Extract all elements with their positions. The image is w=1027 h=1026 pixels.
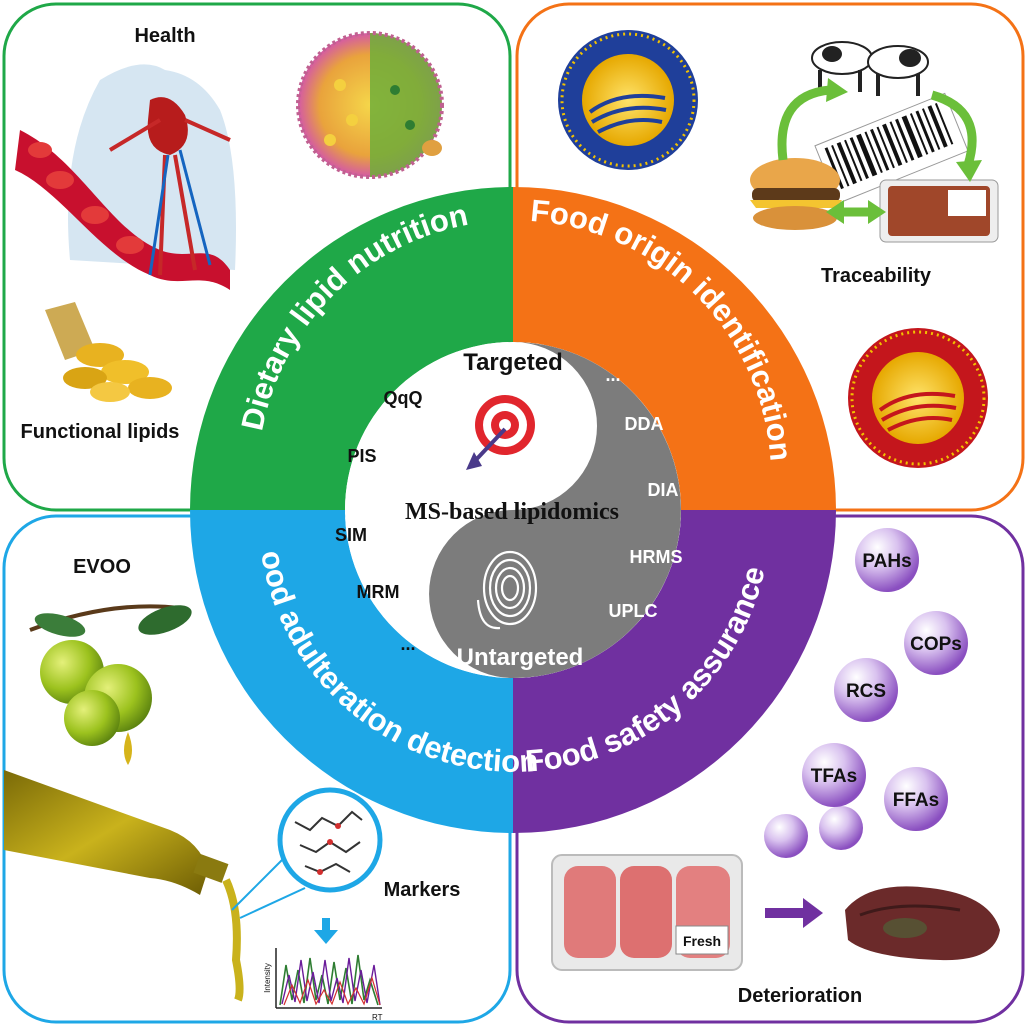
method-untargeted-more: ... xyxy=(605,365,620,385)
bubble-tfas-label: TFAs xyxy=(811,766,857,787)
small-bubble xyxy=(819,806,863,850)
traceability-cycle-illustration xyxy=(750,41,999,243)
olives-illustration xyxy=(29,604,192,765)
method-pis: PIS xyxy=(347,446,376,466)
fingerprint-icon xyxy=(476,550,538,630)
lipoprotein-illustration xyxy=(296,31,444,179)
bubble-rcs-label: RCS xyxy=(846,681,886,702)
small-bubble xyxy=(764,814,808,858)
method-hrms: HRMS xyxy=(630,547,683,567)
method-sim: SIM xyxy=(335,525,367,545)
evoo-label: EVOO xyxy=(73,556,131,578)
right-arrow-icon xyxy=(765,898,823,928)
sector-dietary-lipid-nutrition xyxy=(190,187,513,510)
spoiled-meat-illustration xyxy=(845,886,1000,961)
lipid-structure-zoom xyxy=(231,787,383,919)
circulatory-system-illustration xyxy=(15,64,236,290)
bubble-tfas: TFAs xyxy=(802,743,866,807)
bubble-ffas: FFAs xyxy=(884,767,948,831)
chromatogram-y-label: Intensity xyxy=(263,963,272,993)
traceability-label: Traceability xyxy=(821,265,932,287)
bubble-rcs: RCS xyxy=(834,658,898,722)
oil-bottle-illustration xyxy=(4,770,244,1002)
chromatogram-illustration: Intensity RT xyxy=(263,948,383,1022)
bubble-cops-label: COPs xyxy=(910,634,962,655)
center-title: MS-based lipidomics xyxy=(405,499,619,525)
bubble-ffas-label: FFAs xyxy=(893,790,939,811)
targeted-label: Targeted xyxy=(463,349,563,376)
method-targeted-more: ... xyxy=(400,634,415,654)
method-mrm: MRM xyxy=(357,582,400,602)
capsules-illustration xyxy=(45,302,172,402)
bubble-pahs: PAHs xyxy=(855,528,919,592)
health-label: Health xyxy=(134,25,195,47)
pgi-seal-icon xyxy=(558,30,698,170)
method-dia: DIA xyxy=(648,480,679,500)
method-dda: DDA xyxy=(625,414,664,434)
target-icon xyxy=(466,395,535,470)
untargeted-label: Untargeted xyxy=(457,644,584,671)
deterioration-label: Deterioration xyxy=(738,985,862,1007)
functional-lipids-label: Functional lipids xyxy=(21,421,180,443)
markers-label: Markers xyxy=(384,879,461,901)
center-disk-gray xyxy=(429,342,681,678)
fresh-meat-illustration xyxy=(551,854,743,971)
pdo-seal-icon xyxy=(848,328,988,468)
method-uplc: UPLC xyxy=(609,601,658,621)
method-qqq: QqQ xyxy=(384,388,423,408)
bubble-pahs-label: PAHs xyxy=(862,551,911,572)
sector-food-adulteration-detection xyxy=(190,510,513,833)
sector-food-safety-assurance xyxy=(513,510,836,833)
down-arrow-icon xyxy=(314,918,338,944)
sector-food-origin-identification xyxy=(513,187,836,510)
bubble-cops: COPs xyxy=(904,611,968,675)
fresh-label: Fresh xyxy=(683,933,721,949)
chromatogram-x-label: RT xyxy=(372,1013,383,1022)
